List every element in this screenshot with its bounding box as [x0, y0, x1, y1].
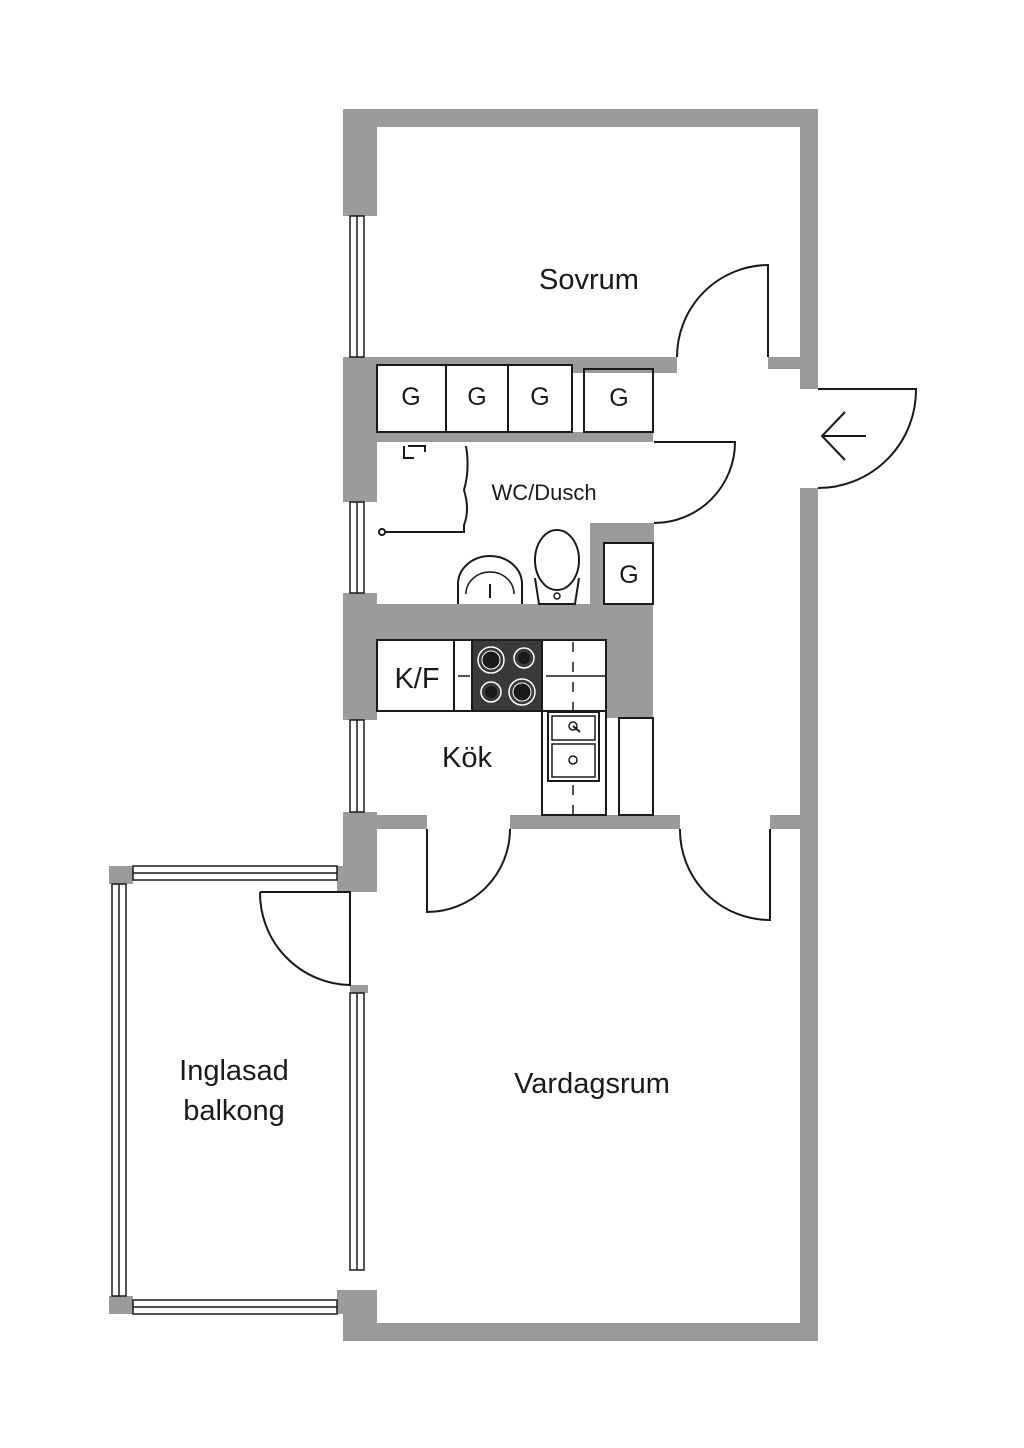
door-swing-icon: [653, 441, 737, 524]
doors: [258, 263, 918, 987]
sink-icon: [547, 711, 600, 782]
door-swing-icon: [426, 828, 511, 914]
room-label-balkong-1: Inglasad: [179, 1055, 289, 1087]
wardrobe-label: G: [401, 383, 420, 411]
kitchen-fixtures: [376, 639, 654, 816]
wardrobe-label: G: [467, 383, 486, 411]
door-swing-icon: [258, 891, 351, 987]
door-swing-icon: [678, 828, 771, 922]
room-label-balkong-2: balkong: [183, 1095, 285, 1127]
room-label-kok: Kök: [442, 742, 492, 774]
wardrobes: G G G G G: [376, 364, 654, 605]
wardrobe-label: G: [609, 384, 628, 412]
walls: [109, 109, 818, 1341]
wardrobe-label: G: [530, 383, 549, 411]
wardrobe-label: G: [619, 561, 638, 589]
entrance-arrow-icon: [820, 411, 866, 461]
door-swing-icon: [817, 388, 918, 489]
sink-icon: [457, 555, 523, 604]
windows: [111, 215, 365, 1315]
door-swing-icon: [676, 263, 769, 358]
room-label-vardagsrum: Vardagsrum: [514, 1068, 670, 1100]
room-label-sovrum: Sovrum: [539, 264, 639, 296]
toilet-icon: [534, 529, 580, 605]
shower-icon: [378, 445, 469, 536]
fridge-freezer-label: K/F: [394, 663, 439, 695]
room-label-wc: WC/Dusch: [491, 480, 596, 505]
